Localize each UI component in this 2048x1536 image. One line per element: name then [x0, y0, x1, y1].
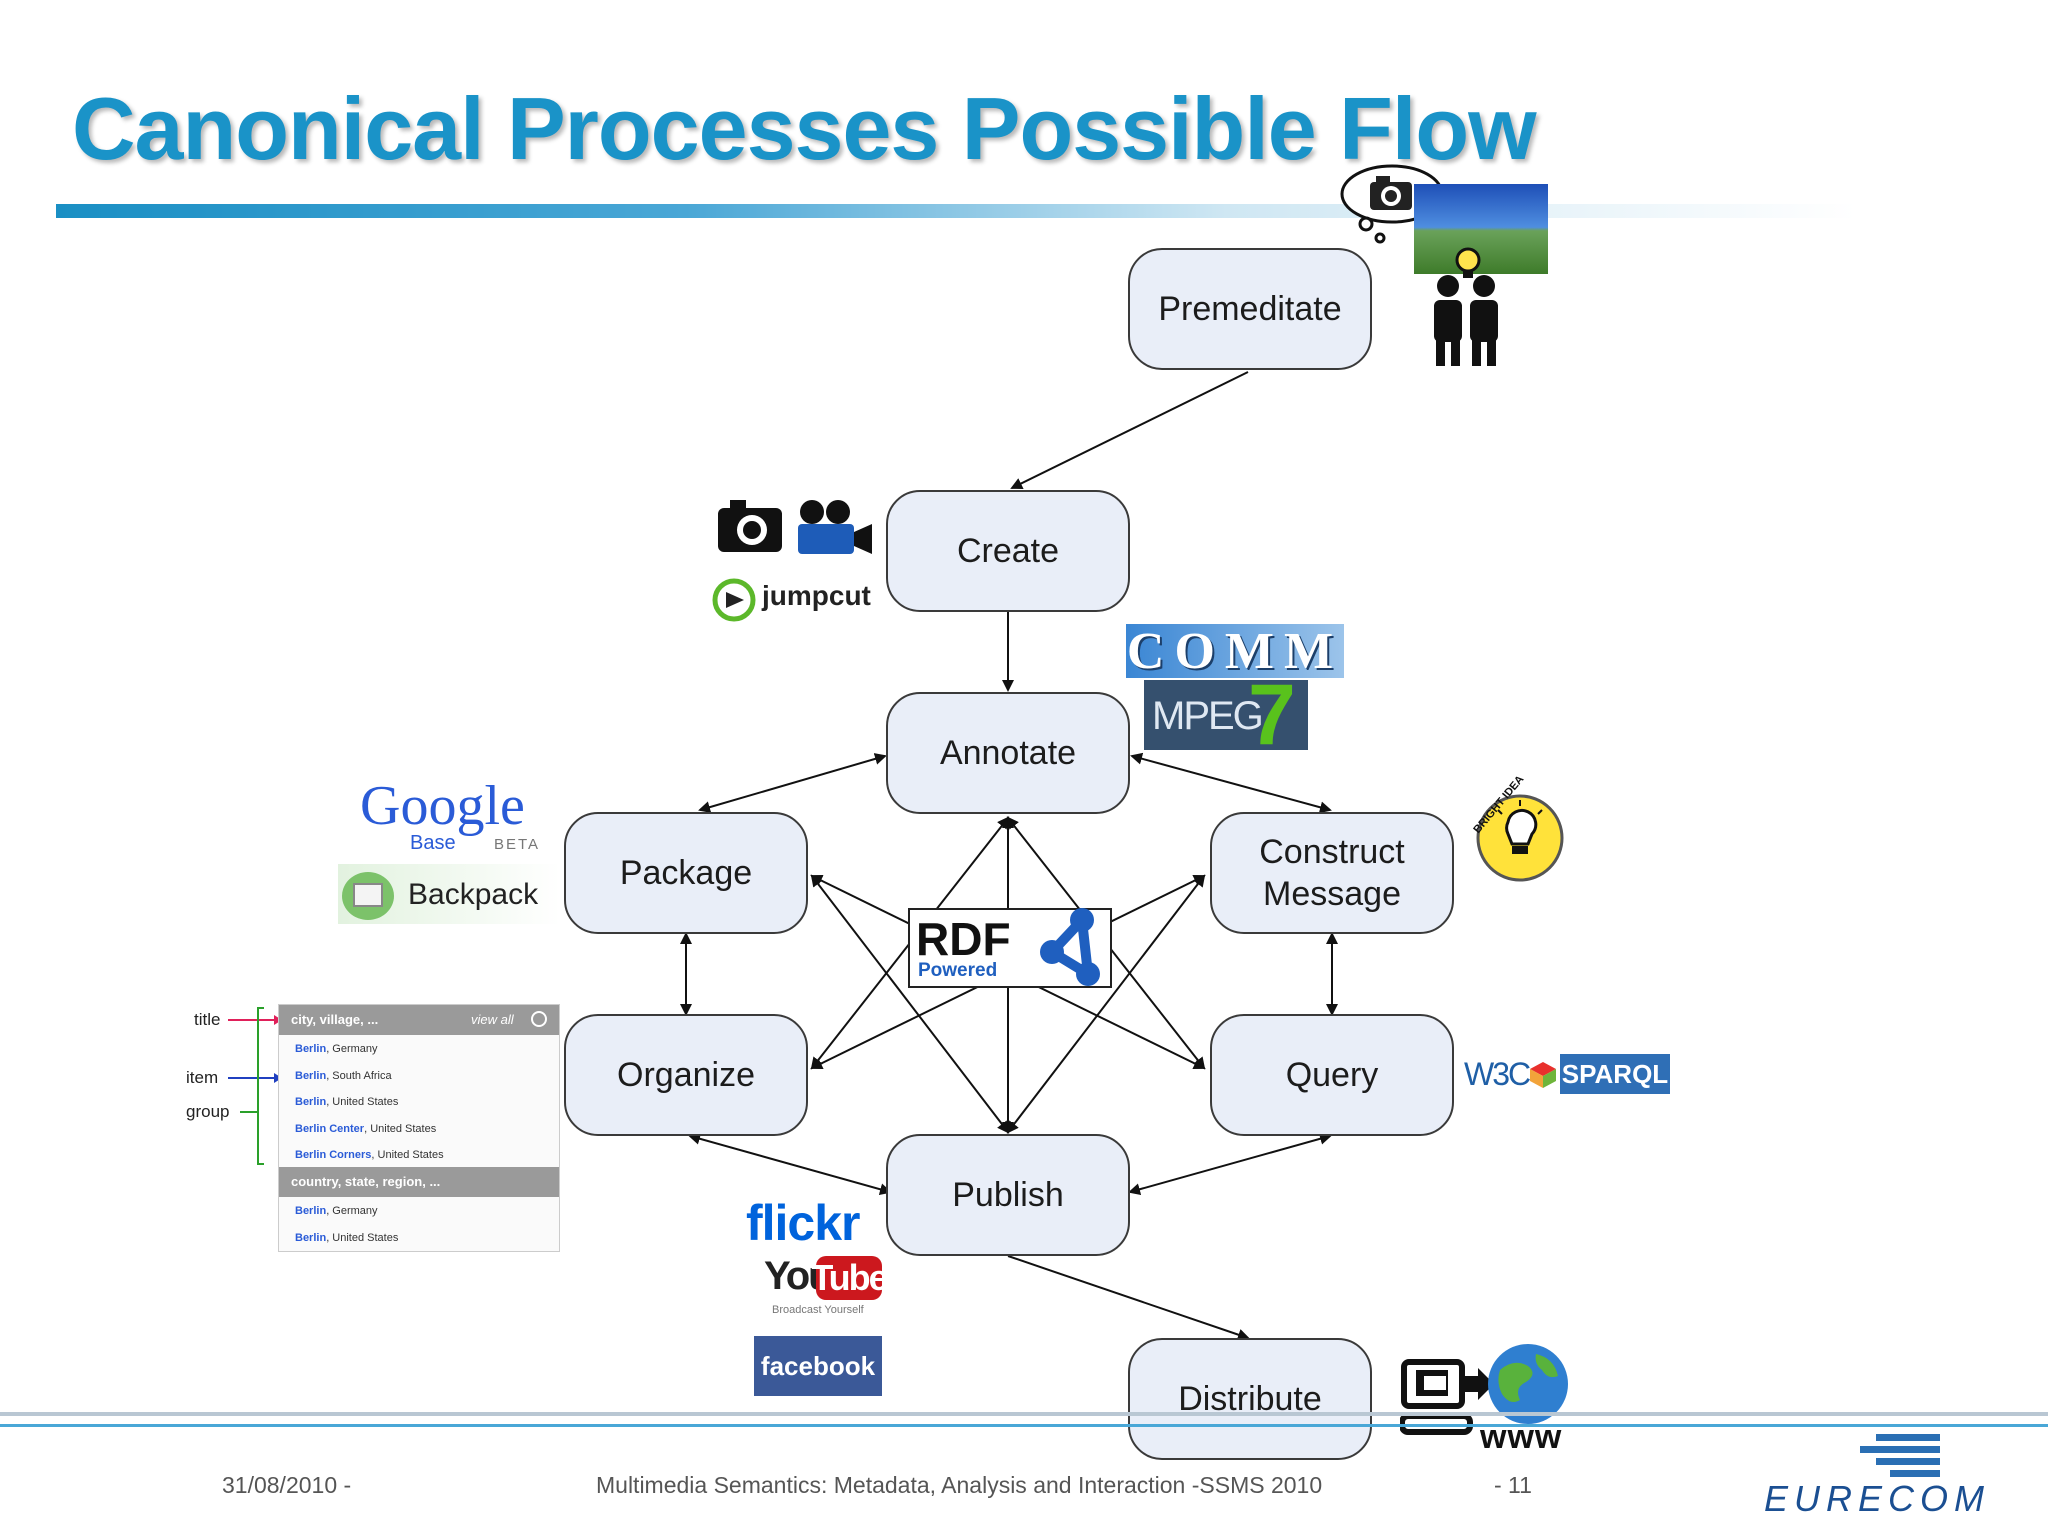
youtube-tube-badge: Tube	[811, 1256, 889, 1300]
facet-header-country-text: country, state, region, ...	[291, 1174, 441, 1189]
facet-item-rest: , Germany	[326, 1043, 378, 1055]
google-base-logo: Google Base BETA	[354, 775, 554, 854]
facet-header-city: city, village, ... view all	[279, 1005, 559, 1035]
facet-item-rest: , United States	[364, 1122, 437, 1135]
node-publish: Publish	[886, 1134, 1130, 1256]
node-query: Query	[1210, 1014, 1454, 1136]
edge-annotate-construct	[1130, 752, 1332, 814]
node-premeditate: Premeditate	[1128, 248, 1372, 370]
facet-list-item[interactable]: Berlin Corners, United States	[295, 1149, 444, 1161]
facet-list-item[interactable]: Berlin, Germany	[295, 1043, 378, 1055]
facet-item-rest: , United States	[326, 1096, 399, 1108]
facet-item-rest: , Germany	[326, 1205, 378, 1217]
backpack-logo: Backpack	[338, 864, 560, 924]
mpeg-seven-text: 7	[1248, 667, 1296, 763]
facet-item-rest: , South Africa	[326, 1069, 392, 1082]
w3c-sparql-logo: W3C SPARQL	[1464, 1054, 1670, 1094]
footer-date: 31/08/2010 -	[222, 1472, 352, 1498]
facet-item-name: Berlin Corners	[295, 1149, 372, 1161]
jumpcut-icon	[712, 578, 756, 622]
mpeg7-logo: MPEG 7	[1144, 667, 1308, 763]
node-organize: Organize	[564, 1014, 808, 1136]
facet-item-name: Berlin Center	[295, 1122, 365, 1135]
edge-annotate-package	[698, 753, 887, 813]
facet-label-pointers	[228, 1007, 282, 1165]
backpack-icon	[342, 872, 394, 920]
eurecom-logo-text: EURECOM	[1764, 1478, 1991, 1519]
w3c-text: W3C	[1464, 1056, 1531, 1092]
facet-label-title: title	[194, 1010, 221, 1029]
facet-list-item[interactable]: Berlin, United States	[295, 1232, 398, 1244]
facebook-logo: facebook	[754, 1336, 882, 1396]
rdf-logo-text: RDF	[916, 913, 1011, 965]
rdf-powered-text: Powered	[918, 960, 998, 981]
comm-logo: COMM	[1126, 622, 1344, 680]
eurecom-logo-mark	[1860, 1434, 1940, 1477]
flickr-logo: flickr	[744, 1194, 894, 1251]
facet-list-item[interactable]: Berlin, South Africa	[295, 1070, 392, 1082]
facet-item-name: Berlin	[295, 1043, 327, 1055]
edge-organize-publish	[688, 1132, 892, 1196]
facet-item-name: Berlin	[295, 1096, 327, 1108]
facet-item-rest: , United States	[371, 1149, 444, 1161]
mpeg-text: MPEG	[1152, 694, 1264, 738]
facet-item-name: Berlin	[295, 1231, 327, 1244]
footer-rule-grey	[0, 1412, 2048, 1416]
jumpcut-logo: jumpcut	[712, 576, 882, 622]
backpack-text: Backpack	[408, 878, 539, 911]
facet-label-item: item	[186, 1068, 219, 1087]
facet-list-panel: city, village, ... view all Berlin, Germ…	[278, 1004, 560, 1252]
edge-query-publish	[1128, 1132, 1332, 1196]
footer-rule-blue	[0, 1424, 2048, 1427]
node-create: Create	[886, 490, 1130, 612]
jumpcut-text: jumpcut	[762, 580, 871, 611]
youtube-logo: You Tube Broadcast Yourself	[760, 1254, 890, 1324]
facet-label-group: group	[186, 1102, 230, 1121]
footer-page-number: - 11	[1494, 1472, 1532, 1498]
landscape-photo	[1414, 184, 1548, 274]
slide-title: Canonical Processes Possible Flow	[72, 79, 1537, 178]
edge-publish-distribute	[1007, 1255, 1250, 1341]
facet-list-item[interactable]: Berlin, United States	[295, 1096, 398, 1108]
node-construct-message: Construct Message	[1210, 812, 1454, 934]
bright-idea-bulb-icon: BRIGHT IDEA	[1471, 776, 1564, 882]
youtube-tube-text: Tube	[811, 1257, 888, 1298]
node-package: Package	[564, 812, 808, 934]
youtube-tagline: Broadcast Yourself	[772, 1304, 864, 1316]
sparql-text: SPARQL	[1561, 1058, 1669, 1089]
rdf-graph-icon	[1040, 908, 1100, 986]
comm-logo-text: COMM	[1126, 622, 1344, 680]
node-distribute: Distribute	[1128, 1338, 1372, 1460]
facet-header-country: country, state, region, ...	[279, 1167, 559, 1197]
people-couple-idea-icon	[1434, 247, 1498, 366]
facebook-text: facebook	[760, 1350, 876, 1381]
facet-view-all-link[interactable]: view all	[471, 1012, 514, 1027]
rdf-powered-logo: RDF Powered	[908, 908, 1112, 988]
google-base-text: Base	[410, 832, 456, 854]
node-annotate: Annotate	[886, 692, 1130, 814]
sparql-cube-icon	[1530, 1062, 1556, 1088]
view-all-arrow-icon	[531, 1011, 547, 1027]
facet-item-name: Berlin	[295, 1069, 327, 1082]
facet-header-city-text: city, village, ...	[291, 1012, 379, 1027]
google-text: Google	[360, 775, 525, 837]
footer-event: Multimedia Semantics: Metadata, Analysis…	[596, 1472, 1323, 1498]
edge-premeditate-create	[1010, 371, 1249, 489]
camera-and-camcorder-icons	[718, 500, 872, 554]
facet-list-item[interactable]: Berlin, Germany	[295, 1205, 378, 1217]
google-beta-text: BETA	[494, 836, 541, 853]
facet-item-name: Berlin	[295, 1205, 327, 1217]
flickr-text: flickr	[746, 1195, 861, 1251]
facet-item-rest: , United States	[326, 1231, 399, 1244]
facet-list-item[interactable]: Berlin Center, United States	[295, 1123, 436, 1135]
sparql-badge: SPARQL	[1560, 1054, 1670, 1094]
